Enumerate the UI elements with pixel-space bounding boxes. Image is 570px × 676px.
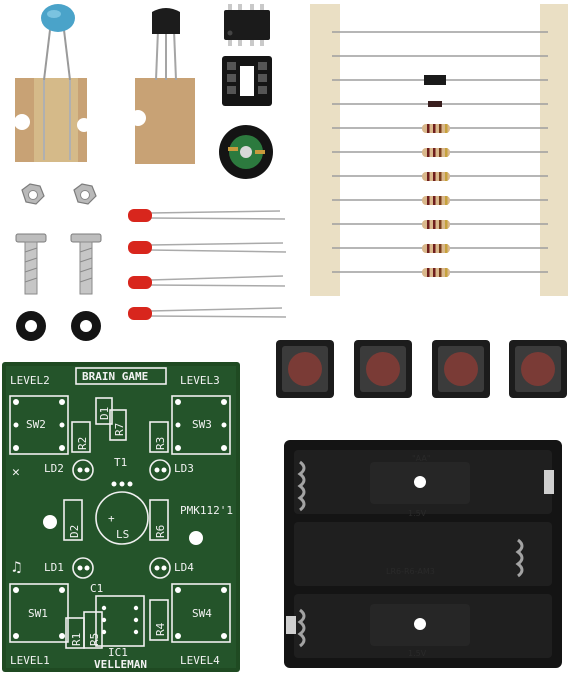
sw2-label: SW2 [26,418,46,431]
r6-label: R6 [154,525,167,538]
holder-voltage-top: 1.5V [408,509,427,518]
ic-chip [224,4,270,46]
level2-label: LEVEL2 [10,374,50,387]
music-note-icon: ♫ [12,558,21,576]
ic1-label: IC1 [108,646,128,659]
r2-label: R2 [76,437,89,450]
hardware [15,183,102,341]
ceramic-capacitor [14,4,91,162]
battery-holder: "AA" 1.5V LR6-R6-AM3 1.5V [284,440,562,668]
ls-label: LS [116,528,129,541]
r7-label: R7 [113,423,126,436]
ls-plus-label: + [108,512,115,525]
ld2-label: LD2 [44,462,64,475]
t1-label: T1 [114,456,127,469]
resistor-band [427,172,430,181]
diode [424,75,446,85]
level4-label: LEVEL4 [180,654,220,667]
r3-label: R3 [154,437,167,450]
resistor-band [445,196,448,205]
resistor-band [439,148,442,157]
resistor-band [445,148,448,157]
resistor-band [445,124,448,133]
small-diode [428,101,442,107]
resistor-band [427,196,430,205]
red-leds [128,209,287,320]
pcb-board: BRAIN GAME LEVEL2 LEVEL3 LEVEL1 LEVEL4 S… [2,362,240,672]
resistor-band [433,148,436,157]
resistor-band [433,220,436,229]
d2-label: D2 [68,525,81,538]
c1-label: C1 [90,582,103,595]
resistor-band [439,268,442,277]
sw4-label: SW4 [192,607,212,620]
level1-label: LEVEL1 [10,654,50,667]
level3-label: LEVEL3 [180,374,220,387]
resistor-band [433,196,436,205]
brand-label: VELLEMAN [94,658,147,671]
taped-components [310,4,568,296]
ld1-label: LD1 [44,561,64,574]
resistor-band [439,220,442,229]
ic-socket [222,56,272,106]
d1-label: D1 [98,407,111,420]
sw3-label: SW3 [192,418,212,431]
resistor-band [439,196,442,205]
transistor [130,8,195,164]
pcb-title: BRAIN GAME [82,370,148,383]
resistor-band [433,268,436,277]
mute-speaker-icon: ✕ [12,465,20,480]
holder-model: LR6-R6-AM3 [386,567,435,576]
resistor-band [433,244,436,253]
resistor-band [433,124,436,133]
resistor-band [427,220,430,229]
r1-label: R1 [70,633,83,646]
resistor-band [445,268,448,277]
push-buttons [276,340,567,398]
holder-aa-label: "AA" [412,454,431,463]
resistor-band [427,244,430,253]
resistor-band [427,148,430,157]
resistor-band [427,124,430,133]
ld4-label: LD4 [174,561,194,574]
resistor-band [439,244,442,253]
resistor-band [439,172,442,181]
resistor-band [433,172,436,181]
resistor-band [439,124,442,133]
resistor-band [427,268,430,277]
resistor-band [445,220,448,229]
ld3-label: LD3 [174,462,194,475]
buzzer [219,125,273,179]
r4-label: R4 [154,622,167,636]
sw1-label: SW1 [28,607,48,620]
r5-label: R5 [88,633,101,646]
resistor-band [445,244,448,253]
resistor-band [445,172,448,181]
model-label: PMK112'1 [180,504,233,517]
holder-voltage-bottom: 1.5V [408,649,427,658]
